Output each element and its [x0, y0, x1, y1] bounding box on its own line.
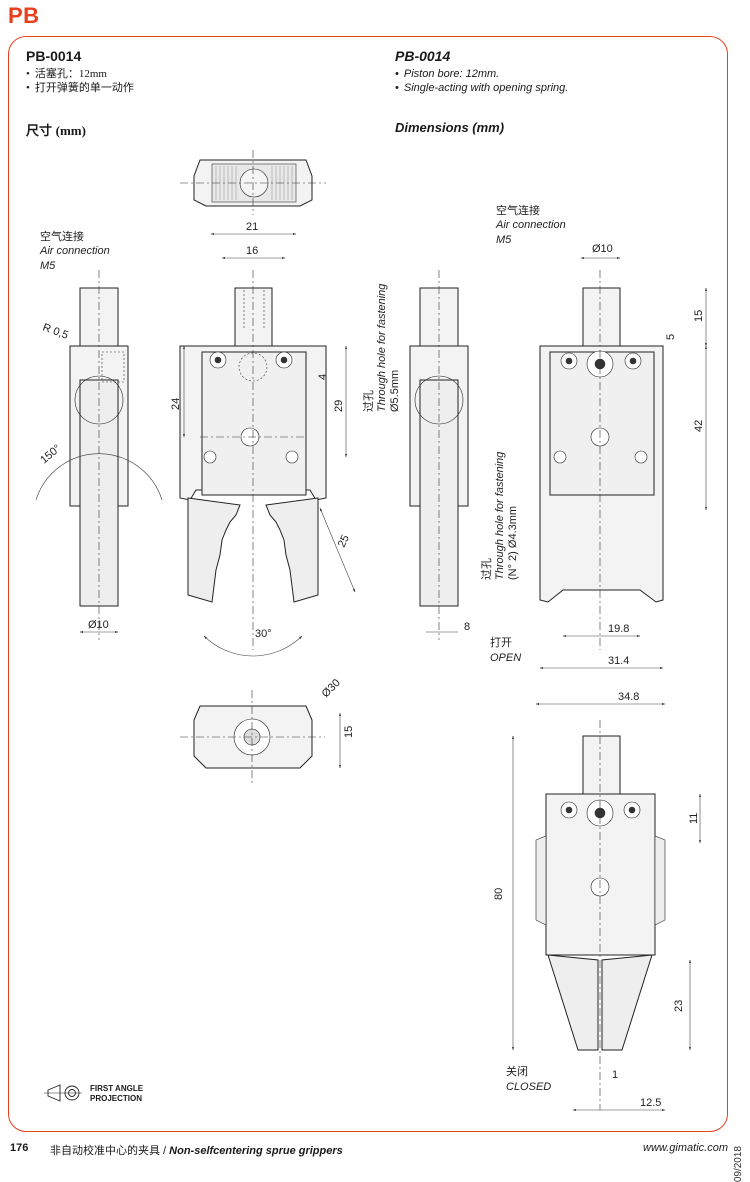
dim-d10: Ø10 [88, 619, 109, 631]
product-code-cn: PB-0014 [26, 48, 82, 64]
air-connection-cn: 空气连接 [40, 229, 84, 243]
dim-11: 11 [688, 813, 700, 824]
closed-view [535, 720, 666, 1110]
spec-item: Single-acting with opening spring. [395, 81, 569, 95]
dim-d30: Ø30 [320, 677, 343, 700]
projection-label: FIRST ANGLE PROJECTION [90, 1084, 144, 1103]
page-number: 176 [10, 1142, 29, 1154]
hole-label-cn: 过孔 [362, 390, 375, 412]
dim-24: 24 [170, 398, 182, 410]
hole2-diameter: (N° 2) Ø4.3mm [507, 506, 519, 580]
product-code-en: PB-0014 [395, 48, 451, 64]
closed-label-en: CLOSED [506, 1081, 551, 1093]
dimensions-title-en: Dimensions (mm) [395, 120, 505, 135]
dim-19-8: 19.8 [608, 623, 629, 635]
dim-15-bottom: 15 [343, 726, 355, 738]
open-label-cn: 打开 [490, 635, 512, 649]
dim-15-right: 15 [693, 310, 705, 322]
air-thread: M5 [40, 260, 56, 272]
dim-31-4: 31.4 [608, 655, 629, 667]
spec-item: 活塞孔：12mm [26, 67, 134, 81]
dim-d10-right: Ø10 [592, 243, 613, 255]
closed-label-cn: 关闭 [506, 1064, 528, 1078]
dim-5-right: 5 [665, 334, 677, 340]
revision-date: 09/2018 [733, 1146, 744, 1182]
dim-16: 16 [246, 245, 258, 257]
page-frame [8, 36, 728, 1132]
air-connection-en-right: Air connection [495, 219, 566, 231]
side-view [35, 270, 163, 640]
spec-item: Piston bore: 12mm. [395, 67, 568, 81]
dim-1: 1 [612, 1069, 618, 1081]
dimension-lines [79, 232, 708, 1112]
dim-80: 80 [493, 888, 505, 900]
bottom-view [180, 690, 325, 785]
dim-12-5: 12.5 [640, 1097, 661, 1109]
spec-list-cn: 活塞孔：12mm 打开弹簧的单一动作 [26, 67, 134, 95]
open-label-en: OPEN [490, 652, 521, 664]
first-angle-projection-icon [44, 1084, 82, 1102]
air-thread-right: M5 [496, 234, 512, 246]
angle-150-label: 150° [38, 442, 63, 466]
hole2-label-en: Through hole for fastening [494, 451, 506, 580]
dim-4: 4 [317, 374, 329, 380]
footer-title: 非自动校准中心的夹具 / Non-selfcentering sprue gri… [50, 1145, 343, 1157]
dim-25: 25 [336, 533, 352, 549]
dim-42-right: 42 [693, 420, 705, 432]
footer-url[interactable]: www.gimatic.com [643, 1142, 728, 1154]
section-view [409, 270, 469, 640]
top-view [180, 150, 326, 215]
air-connection-en: Air connection [39, 245, 110, 257]
open-view [539, 270, 664, 650]
spec-item: 打开弹簧的单一动作 [26, 81, 134, 95]
hole-label-en: Through hole for fastening [376, 283, 388, 412]
dimensions-title-cn: 尺寸 (mm) [26, 123, 86, 138]
dim-21: 21 [246, 221, 258, 233]
dim-34-8: 34.8 [618, 691, 639, 703]
air-connection-cn-right: 空气连接 [496, 203, 540, 217]
angle-30-label: 30° [255, 628, 272, 640]
hole2-label-cn: 过孔 [480, 558, 493, 580]
section-tag: PB [8, 3, 40, 28]
dim-8: 8 [464, 621, 470, 633]
radius-label: R 0,5 [41, 322, 70, 342]
front-view [179, 270, 327, 650]
dim-23: 23 [673, 1000, 685, 1012]
dim-29: 29 [333, 400, 345, 412]
hole-diameter: Ø5.5mm [389, 370, 401, 412]
spec-list-en: Piston bore: 12mm. Single-acting with op… [395, 67, 569, 95]
